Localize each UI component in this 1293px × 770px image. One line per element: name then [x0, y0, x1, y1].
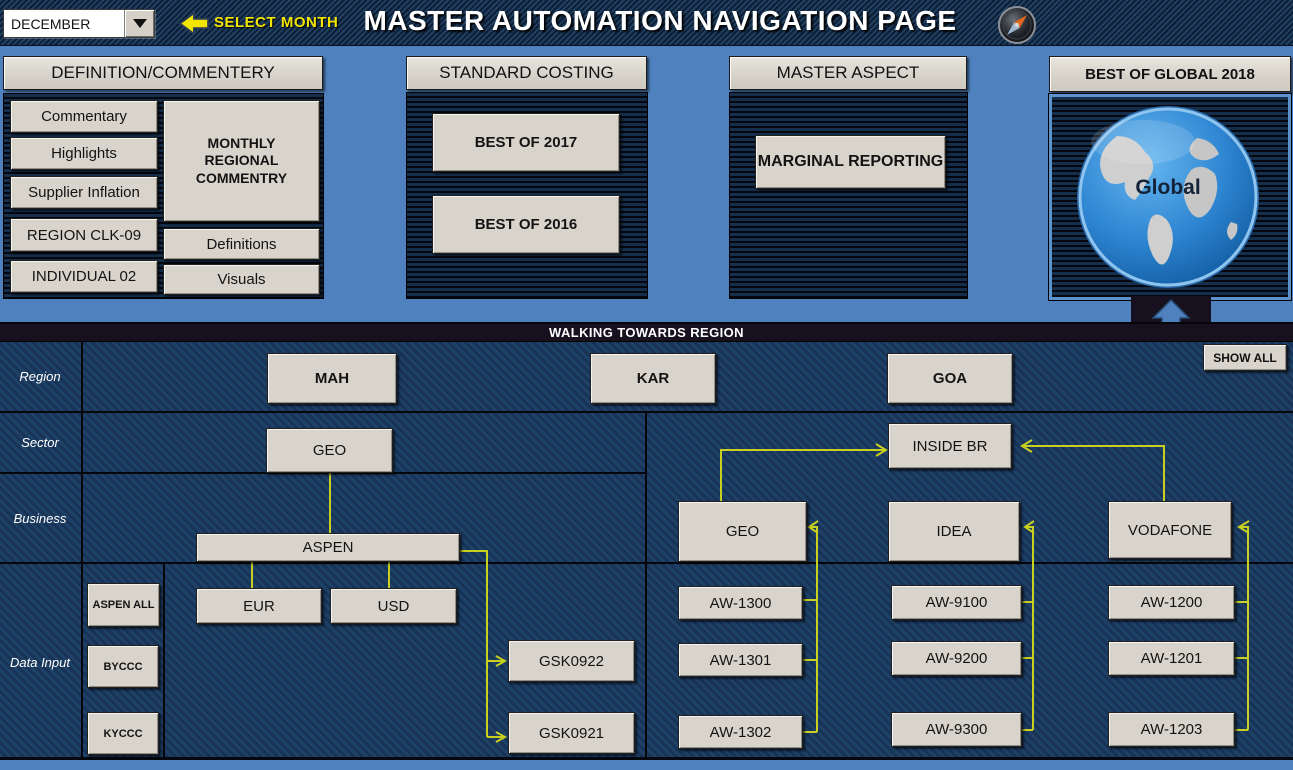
- month-dropdown-arrow-button[interactable]: [124, 10, 154, 37]
- walking-towards-region-label: WALKING TOWARDS REGION: [549, 325, 744, 340]
- marginal-reporting-button[interactable]: MARGINAL REPORTING: [755, 135, 946, 189]
- globe-label: Global: [1135, 176, 1200, 199]
- individual-02-button[interactable]: INDIVIDUAL 02: [10, 260, 158, 293]
- visuals-button[interactable]: Visuals: [163, 264, 320, 295]
- region-clk-09-button[interactable]: REGION CLK-09: [10, 218, 158, 252]
- month-dropdown-value[interactable]: DECEMBER: [11, 15, 91, 32]
- row-label-data-input: Data Input: [10, 655, 70, 670]
- supplier-inflation-button[interactable]: Supplier Inflation: [10, 176, 158, 209]
- sector-inside-br-button[interactable]: INSIDE BR: [888, 423, 1012, 469]
- business-geo-button[interactable]: GEO: [678, 501, 807, 562]
- label-column-divider: [81, 342, 83, 760]
- show-all-button[interactable]: SHOW ALL: [1203, 344, 1287, 371]
- byccc-button[interactable]: BYCCC: [87, 645, 159, 688]
- row-label-sector: Sector: [21, 435, 59, 450]
- walking-towards-region-bar: WALKING TOWARDS REGION: [0, 322, 1293, 342]
- definitions-button[interactable]: Definitions: [163, 228, 320, 260]
- aw-1201-button[interactable]: AW-1201: [1108, 641, 1235, 676]
- aw-1200-button[interactable]: AW-1200: [1108, 585, 1235, 620]
- monthly-regional-commentary-button[interactable]: MONTHLY REGIONAL COMMENTRY: [163, 100, 320, 222]
- best-of-global-title: BEST OF GLOBAL 2018: [1049, 56, 1291, 92]
- row-label-region: Region: [19, 369, 61, 384]
- region-mah-button[interactable]: MAH: [267, 353, 397, 404]
- data-subcolumn-divider: [163, 563, 165, 760]
- commentary-button[interactable]: Commentary: [10, 100, 158, 133]
- master-aspect-title: MASTER ASPECT: [729, 56, 967, 90]
- region-sector-divider: [0, 411, 1293, 413]
- sector-business-divider: [0, 472, 646, 474]
- definition-panel-title: DEFINITION/COMMENTERY: [3, 56, 323, 90]
- aw-9100-button[interactable]: AW-9100: [891, 585, 1022, 620]
- aw-1302-button[interactable]: AW-1302: [678, 715, 803, 749]
- standard-costing-title: STANDARD COSTING: [406, 56, 647, 90]
- gsk0922-button[interactable]: GSK0922: [508, 640, 635, 682]
- best-of-2016-button[interactable]: BEST OF 2016: [432, 195, 620, 254]
- row-label-business: Business: [13, 511, 67, 526]
- gsk0921-button[interactable]: GSK0921: [508, 712, 635, 754]
- master-aspect-body: [729, 92, 968, 299]
- compass-icon: [995, 5, 1039, 50]
- usd-button[interactable]: USD: [330, 588, 457, 624]
- business-aspen-button[interactable]: ASPEN: [196, 533, 460, 562]
- chevron-down-icon: [132, 19, 147, 28]
- highlights-button[interactable]: Highlights: [10, 137, 158, 170]
- aw-9300-button[interactable]: AW-9300: [891, 712, 1022, 747]
- aspen-all-button[interactable]: ASPEN ALL: [87, 583, 160, 627]
- globe-image[interactable]: Global: [1073, 102, 1263, 297]
- top-title-bar: DECEMBER SELECT MONTH MASTER AUTOMATION …: [0, 0, 1293, 46]
- eur-button[interactable]: EUR: [196, 588, 322, 624]
- aw-9200-button[interactable]: AW-9200: [891, 641, 1022, 676]
- region-goa-button[interactable]: GOA: [887, 353, 1013, 404]
- month-dropdown[interactable]: DECEMBER: [3, 9, 155, 38]
- select-month-arrow-icon: [178, 11, 210, 41]
- business-idea-button[interactable]: IDEA: [888, 501, 1020, 562]
- sector-geo-button[interactable]: GEO: [266, 428, 393, 473]
- region-kar-button[interactable]: KAR: [590, 353, 716, 404]
- business-vodafone-button[interactable]: VODAFONE: [1108, 501, 1232, 559]
- aw-1300-button[interactable]: AW-1300: [678, 586, 803, 620]
- kyccc-button[interactable]: KYCCC: [87, 712, 159, 755]
- business-data-divider: [0, 562, 1293, 564]
- aw-1203-button[interactable]: AW-1203: [1108, 712, 1235, 747]
- best-of-2017-button[interactable]: BEST OF 2017: [432, 113, 620, 172]
- select-month-label: SELECT MONTH: [214, 14, 339, 31]
- aw-1301-button[interactable]: AW-1301: [678, 643, 803, 677]
- page-title: MASTER AUTOMATION NAVIGATION PAGE: [363, 5, 957, 36]
- center-column-divider: [645, 411, 647, 760]
